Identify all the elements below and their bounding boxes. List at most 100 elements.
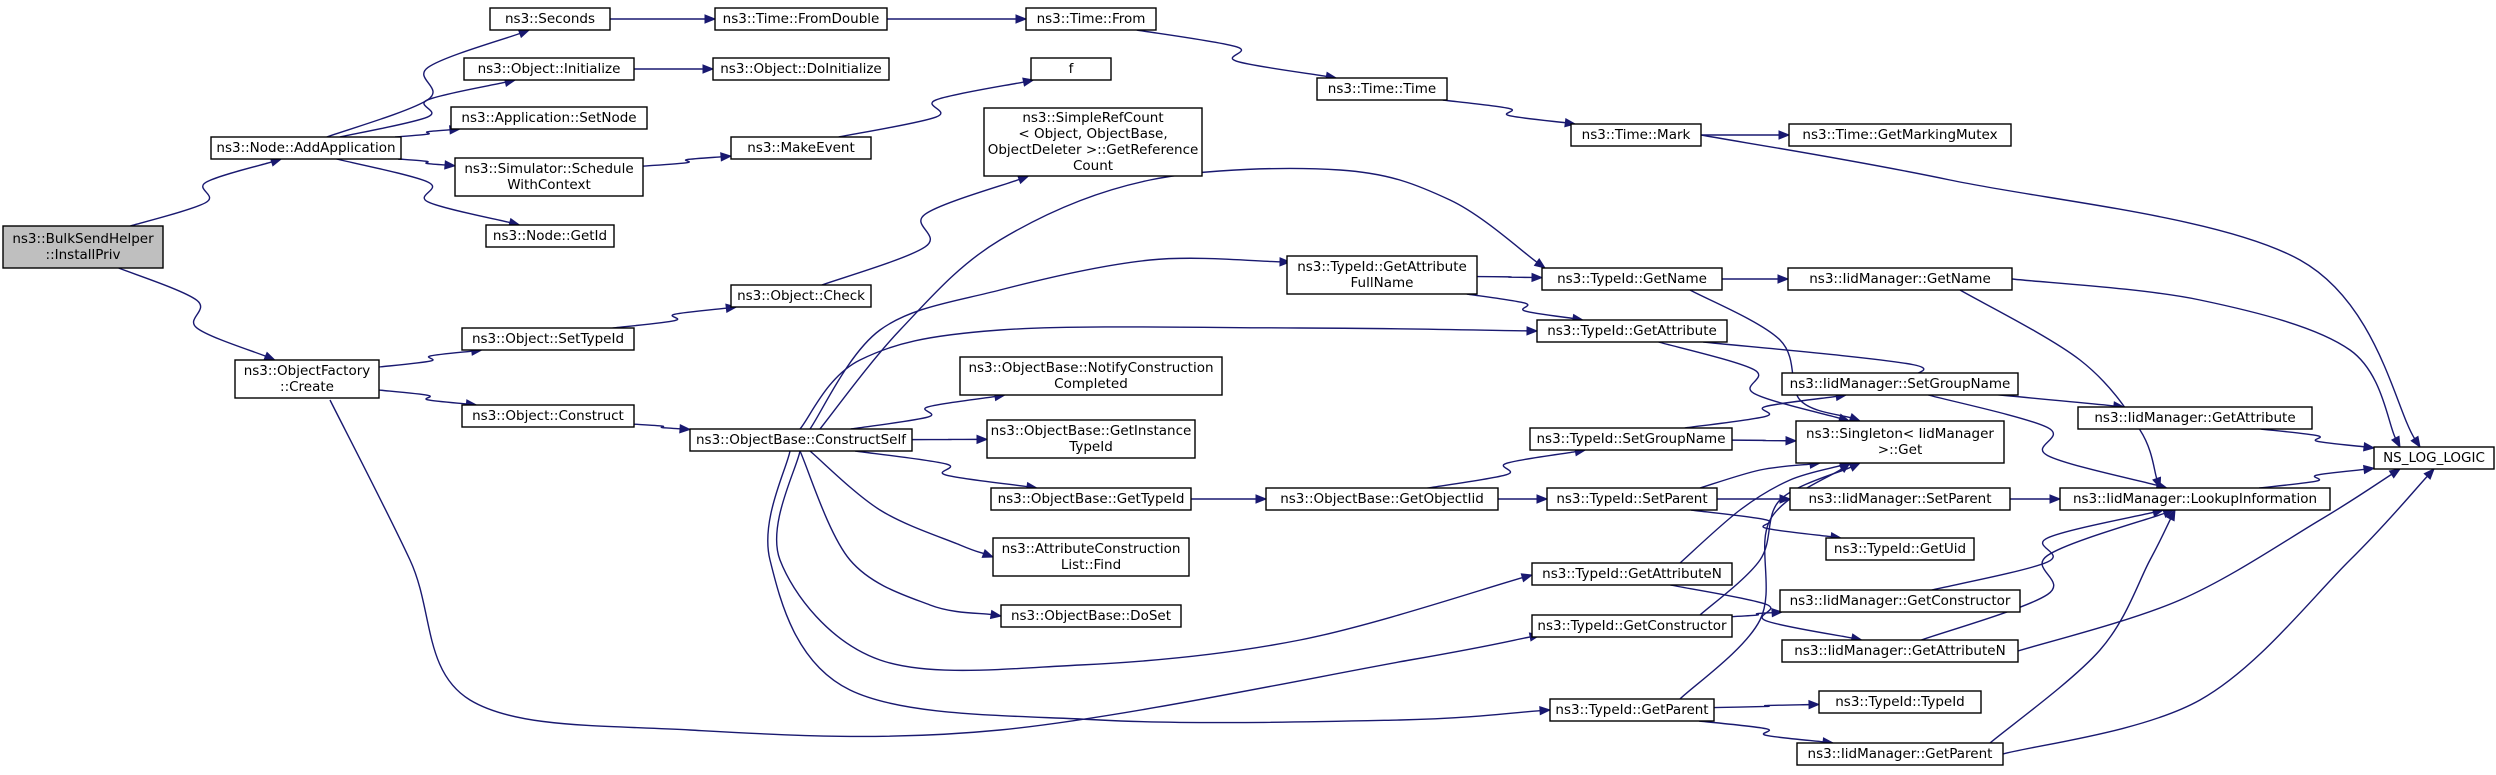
node-time-from[interactable]: ns3::Time::From bbox=[1025, 7, 1157, 31]
edge-line bbox=[838, 81, 1024, 138]
arrowhead-icon bbox=[1520, 573, 1534, 583]
node-objectbase-doset[interactable]: ns3::ObjectBase::DoSet bbox=[1000, 604, 1182, 628]
node-object-initialize[interactable]: ns3::Object::Initialize bbox=[463, 57, 635, 81]
arrowhead-icon bbox=[1564, 117, 1577, 128]
call-edge-typeid_getparent-to-typeid_typeid bbox=[1713, 699, 1821, 710]
edge-line bbox=[633, 423, 681, 430]
node-time-time[interactable]: ns3::Time::Time bbox=[1316, 77, 1448, 101]
edge-line bbox=[1427, 450, 1576, 489]
node-f[interactable]: f bbox=[1030, 57, 1112, 81]
node-label: ns3::TypeId::SetGroupName bbox=[1536, 431, 1725, 447]
node-iid-getattribute[interactable]: ns3::IidManager::GetAttribute bbox=[2077, 406, 2313, 430]
node-iid-getattributen[interactable]: ns3::IidManager::GetAttributeN bbox=[1781, 639, 2019, 663]
call-edge-installpriv-to-addapplication bbox=[130, 157, 283, 227]
edge-line bbox=[775, 450, 1523, 672]
node-object-settypeid[interactable]: ns3::Object::SetTypeId bbox=[461, 327, 635, 351]
call-edge-object_construct-to-constructself bbox=[633, 423, 692, 434]
node-getobjectiid[interactable]: ns3::ObjectBase::GetObjectIid bbox=[1265, 487, 1499, 511]
call-edge-simulator_schedule-to-makeevent bbox=[642, 152, 733, 167]
node-label: ns3::Node::AddApplication bbox=[216, 140, 395, 156]
node-typeid-getattributen[interactable]: ns3::TypeId::GetAttributeN bbox=[1531, 562, 1733, 586]
call-edge-time_mark-to-getmarkingmutex bbox=[1701, 130, 1791, 140]
node-label: ns3::TypeId::GetUid bbox=[1834, 541, 1966, 557]
node-typeid-typeid[interactable]: ns3::TypeId::TypeId bbox=[1818, 690, 1982, 714]
node-typeid-getconstructor[interactable]: ns3::TypeId::GetConstructor bbox=[1531, 614, 1733, 638]
arrowhead-icon bbox=[2363, 464, 2376, 475]
call-edge-constructself-to-typeid_getparent bbox=[767, 450, 1552, 724]
edge-line bbox=[395, 129, 450, 138]
node-label: ObjectDeleter >::GetReference bbox=[988, 142, 1199, 158]
edge-line bbox=[2017, 473, 2392, 652]
node-iid-getname[interactable]: ns3::IidManager::GetName bbox=[1787, 267, 2013, 291]
call-edge-addapplication-to-application_setnode bbox=[395, 125, 462, 138]
node-constructself[interactable]: ns3::ObjectBase::ConstructSelf bbox=[689, 428, 913, 452]
node-typeid-setparent[interactable]: ns3::TypeId::SetParent bbox=[1546, 487, 1718, 511]
node-iid-setparent[interactable]: ns3::IidManager::SetParent bbox=[1789, 487, 2011, 511]
node-box bbox=[1570, 123, 1702, 147]
node-ns-log-logic[interactable]: NS_LOG_LOGIC bbox=[2373, 446, 2495, 470]
arrowhead-icon bbox=[1771, 607, 1784, 618]
node-iid-getconstructor[interactable]: ns3::IidManager::GetConstructor bbox=[1779, 589, 2021, 613]
call-edge-typeid_setgroupname-to-singleton_get bbox=[1731, 436, 1798, 446]
call-edge-object_check-to-simplerefcount bbox=[821, 175, 1030, 286]
node-typeid-getname[interactable]: ns3::TypeId::GetName bbox=[1541, 267, 1723, 291]
edge-line bbox=[767, 450, 1541, 724]
node-label: ns3::IidManager::GetParent bbox=[1808, 746, 1993, 762]
edge-line bbox=[821, 178, 1020, 286]
edge-line bbox=[1699, 463, 1811, 489]
node-typeid-setgroupname[interactable]: ns3::TypeId::SetGroupName bbox=[1529, 427, 1733, 451]
node-iid-setgroupname[interactable]: ns3::IidManager::SetGroupName bbox=[1781, 372, 2019, 396]
node-box bbox=[2059, 487, 2331, 511]
node-label: ns3::Object::DoInitialize bbox=[720, 61, 882, 77]
edge-line bbox=[1136, 29, 1327, 78]
node-typeid-getattribute[interactable]: ns3::TypeId::GetAttribute bbox=[1536, 319, 1728, 343]
call-edge-typeid_getname-to-iid_getname bbox=[1722, 274, 1790, 284]
node-object-construct[interactable]: ns3::Object::Construct bbox=[461, 404, 635, 428]
node-makeevent[interactable]: ns3::MakeEvent bbox=[730, 136, 872, 160]
node-time-fromdouble[interactable]: ns3::Time::FromDouble bbox=[714, 7, 888, 31]
node-installpriv[interactable]: ns3::BulkSendHelper::InstallPriv bbox=[2, 225, 164, 269]
node-application-setnode[interactable]: ns3::Application::SetNode bbox=[450, 106, 648, 130]
node-addapplication[interactable]: ns3::Node::AddApplication bbox=[210, 136, 402, 160]
edge-line bbox=[1689, 289, 1851, 419]
node-node-getid[interactable]: ns3::Node::GetId bbox=[485, 224, 615, 248]
call-edge-objectbase_gettypeid-to-getobjectiid bbox=[1191, 494, 1268, 504]
edge-line bbox=[1476, 275, 1533, 279]
node-label: List::Find bbox=[1061, 557, 1121, 573]
node-notifyconstruction[interactable]: ns3::ObjectBase::NotifyConstructionCompl… bbox=[959, 356, 1223, 396]
call-edge-time_from-to-time_time bbox=[1136, 29, 1338, 81]
node-label: ns3::SimpleRefCount bbox=[1022, 110, 1163, 126]
node-box bbox=[463, 57, 635, 81]
edge-line bbox=[1921, 512, 2165, 641]
node-label: ns3::TypeId::GetName bbox=[1557, 271, 1707, 287]
edge-line bbox=[329, 399, 1531, 738]
arrowhead-icon bbox=[2363, 442, 2376, 452]
node-object-check[interactable]: ns3::Object::Check bbox=[730, 284, 872, 308]
node-box bbox=[712, 57, 890, 81]
node-typeid-getparent[interactable]: ns3::TypeId::GetParent bbox=[1549, 698, 1715, 722]
node-iid-getparent[interactable]: ns3::IidManager::GetParent bbox=[1796, 742, 2004, 766]
node-box bbox=[461, 404, 635, 428]
node-label: < Object, ObjectBase, bbox=[1018, 126, 1167, 142]
call-edge-getattributefullname-to-typeid_getattribute bbox=[1466, 293, 1585, 324]
node-box bbox=[1536, 319, 1728, 343]
node-objectfactory-create[interactable]: ns3::ObjectFactory::Create bbox=[234, 359, 380, 399]
node-getmarkingmutex[interactable]: ns3::Time::GetMarkingMutex bbox=[1788, 123, 2012, 147]
arrowhead-icon bbox=[2388, 468, 2402, 479]
arrowhead-icon bbox=[1255, 494, 1268, 504]
node-object-doinitialize[interactable]: ns3::Object::DoInitialize bbox=[712, 57, 890, 81]
node-label: ns3::ObjectBase::GetObjectIid bbox=[1280, 491, 1484, 507]
call-edge-constructself-to-typeid_getattributen bbox=[775, 450, 1534, 672]
node-typeid-getuid[interactable]: ns3::TypeId::GetUid bbox=[1825, 537, 1975, 561]
node-objectbase-gettypeid[interactable]: ns3::ObjectBase::GetTypeId bbox=[990, 487, 1192, 511]
node-time-mark[interactable]: ns3::Time::Mark bbox=[1570, 123, 1702, 147]
node-simplerefcount[interactable]: ns3::SimpleRefCount< Object, ObjectBase,… bbox=[983, 107, 1203, 177]
node-box bbox=[689, 428, 913, 452]
node-iid-lookupinformation[interactable]: ns3::IidManager::LookupInformation bbox=[2059, 487, 2331, 511]
node-singleton-get[interactable]: ns3::Singleton< IidManager>::Get bbox=[1795, 420, 2005, 464]
node-seconds[interactable]: ns3::Seconds bbox=[489, 7, 611, 31]
